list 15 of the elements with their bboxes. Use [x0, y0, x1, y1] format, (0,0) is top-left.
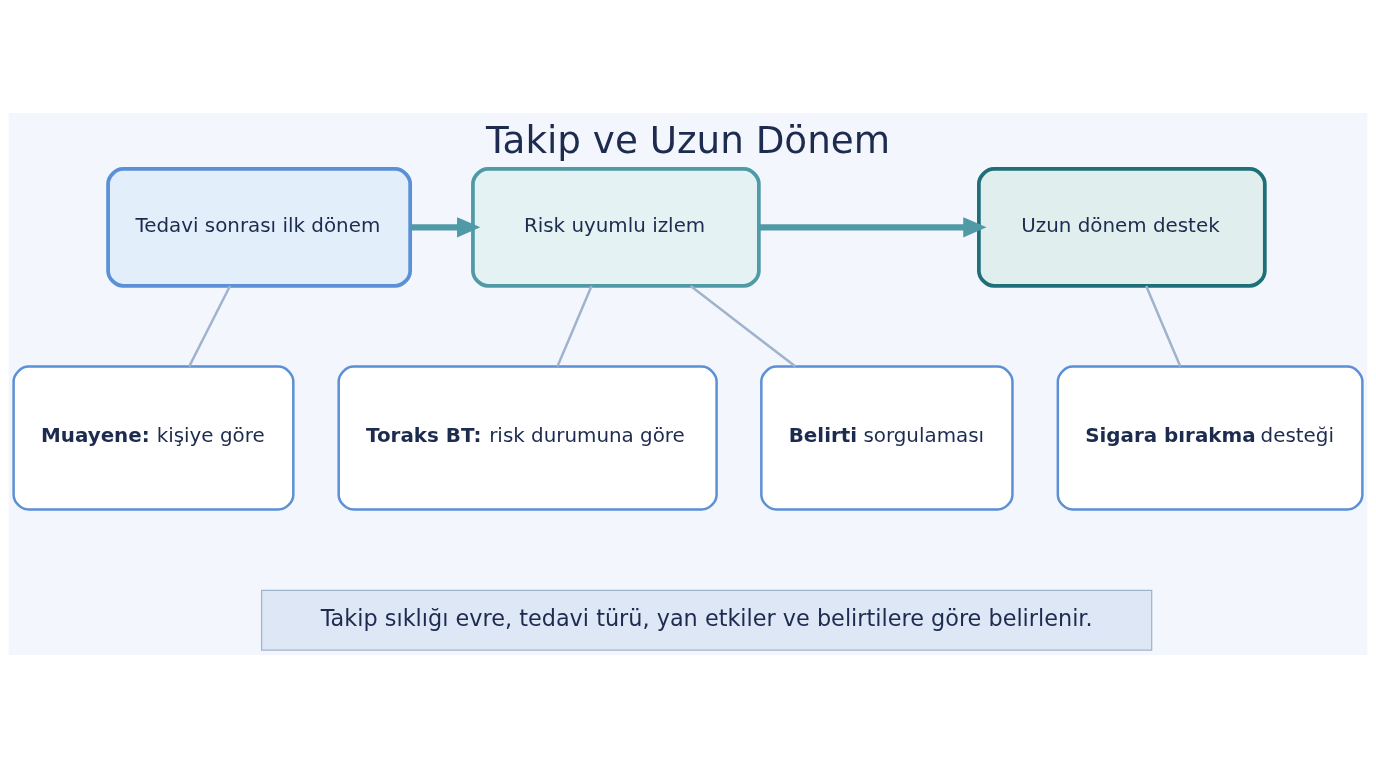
connector: [188, 285, 232, 368]
node-box: Toraks BT: risk durumuna göre: [337, 365, 718, 511]
node-box: Risk uyumlu izlem: [471, 167, 761, 288]
node-box: Belirti sorgulaması: [760, 365, 1014, 511]
connector: [1145, 285, 1182, 368]
caption: Takip sıklığı evre, tedavi türü, yan etkiler ve belirtilere göre belirlenir.: [320, 604, 1093, 631]
connector: [556, 285, 593, 368]
node-box: Sigara bırakma desteği: [1056, 365, 1364, 511]
arrow: [759, 217, 987, 238]
connector: [689, 285, 797, 368]
arrow: [410, 217, 481, 238]
node-box: Uzun dönem destek: [977, 167, 1267, 288]
node-box: Tedavi sonrası ilk dönem: [106, 167, 413, 288]
diagram-title: Takip ve Uzun Dönem: [485, 117, 891, 162]
node-box: Muayene: kişiye göre: [12, 365, 295, 511]
